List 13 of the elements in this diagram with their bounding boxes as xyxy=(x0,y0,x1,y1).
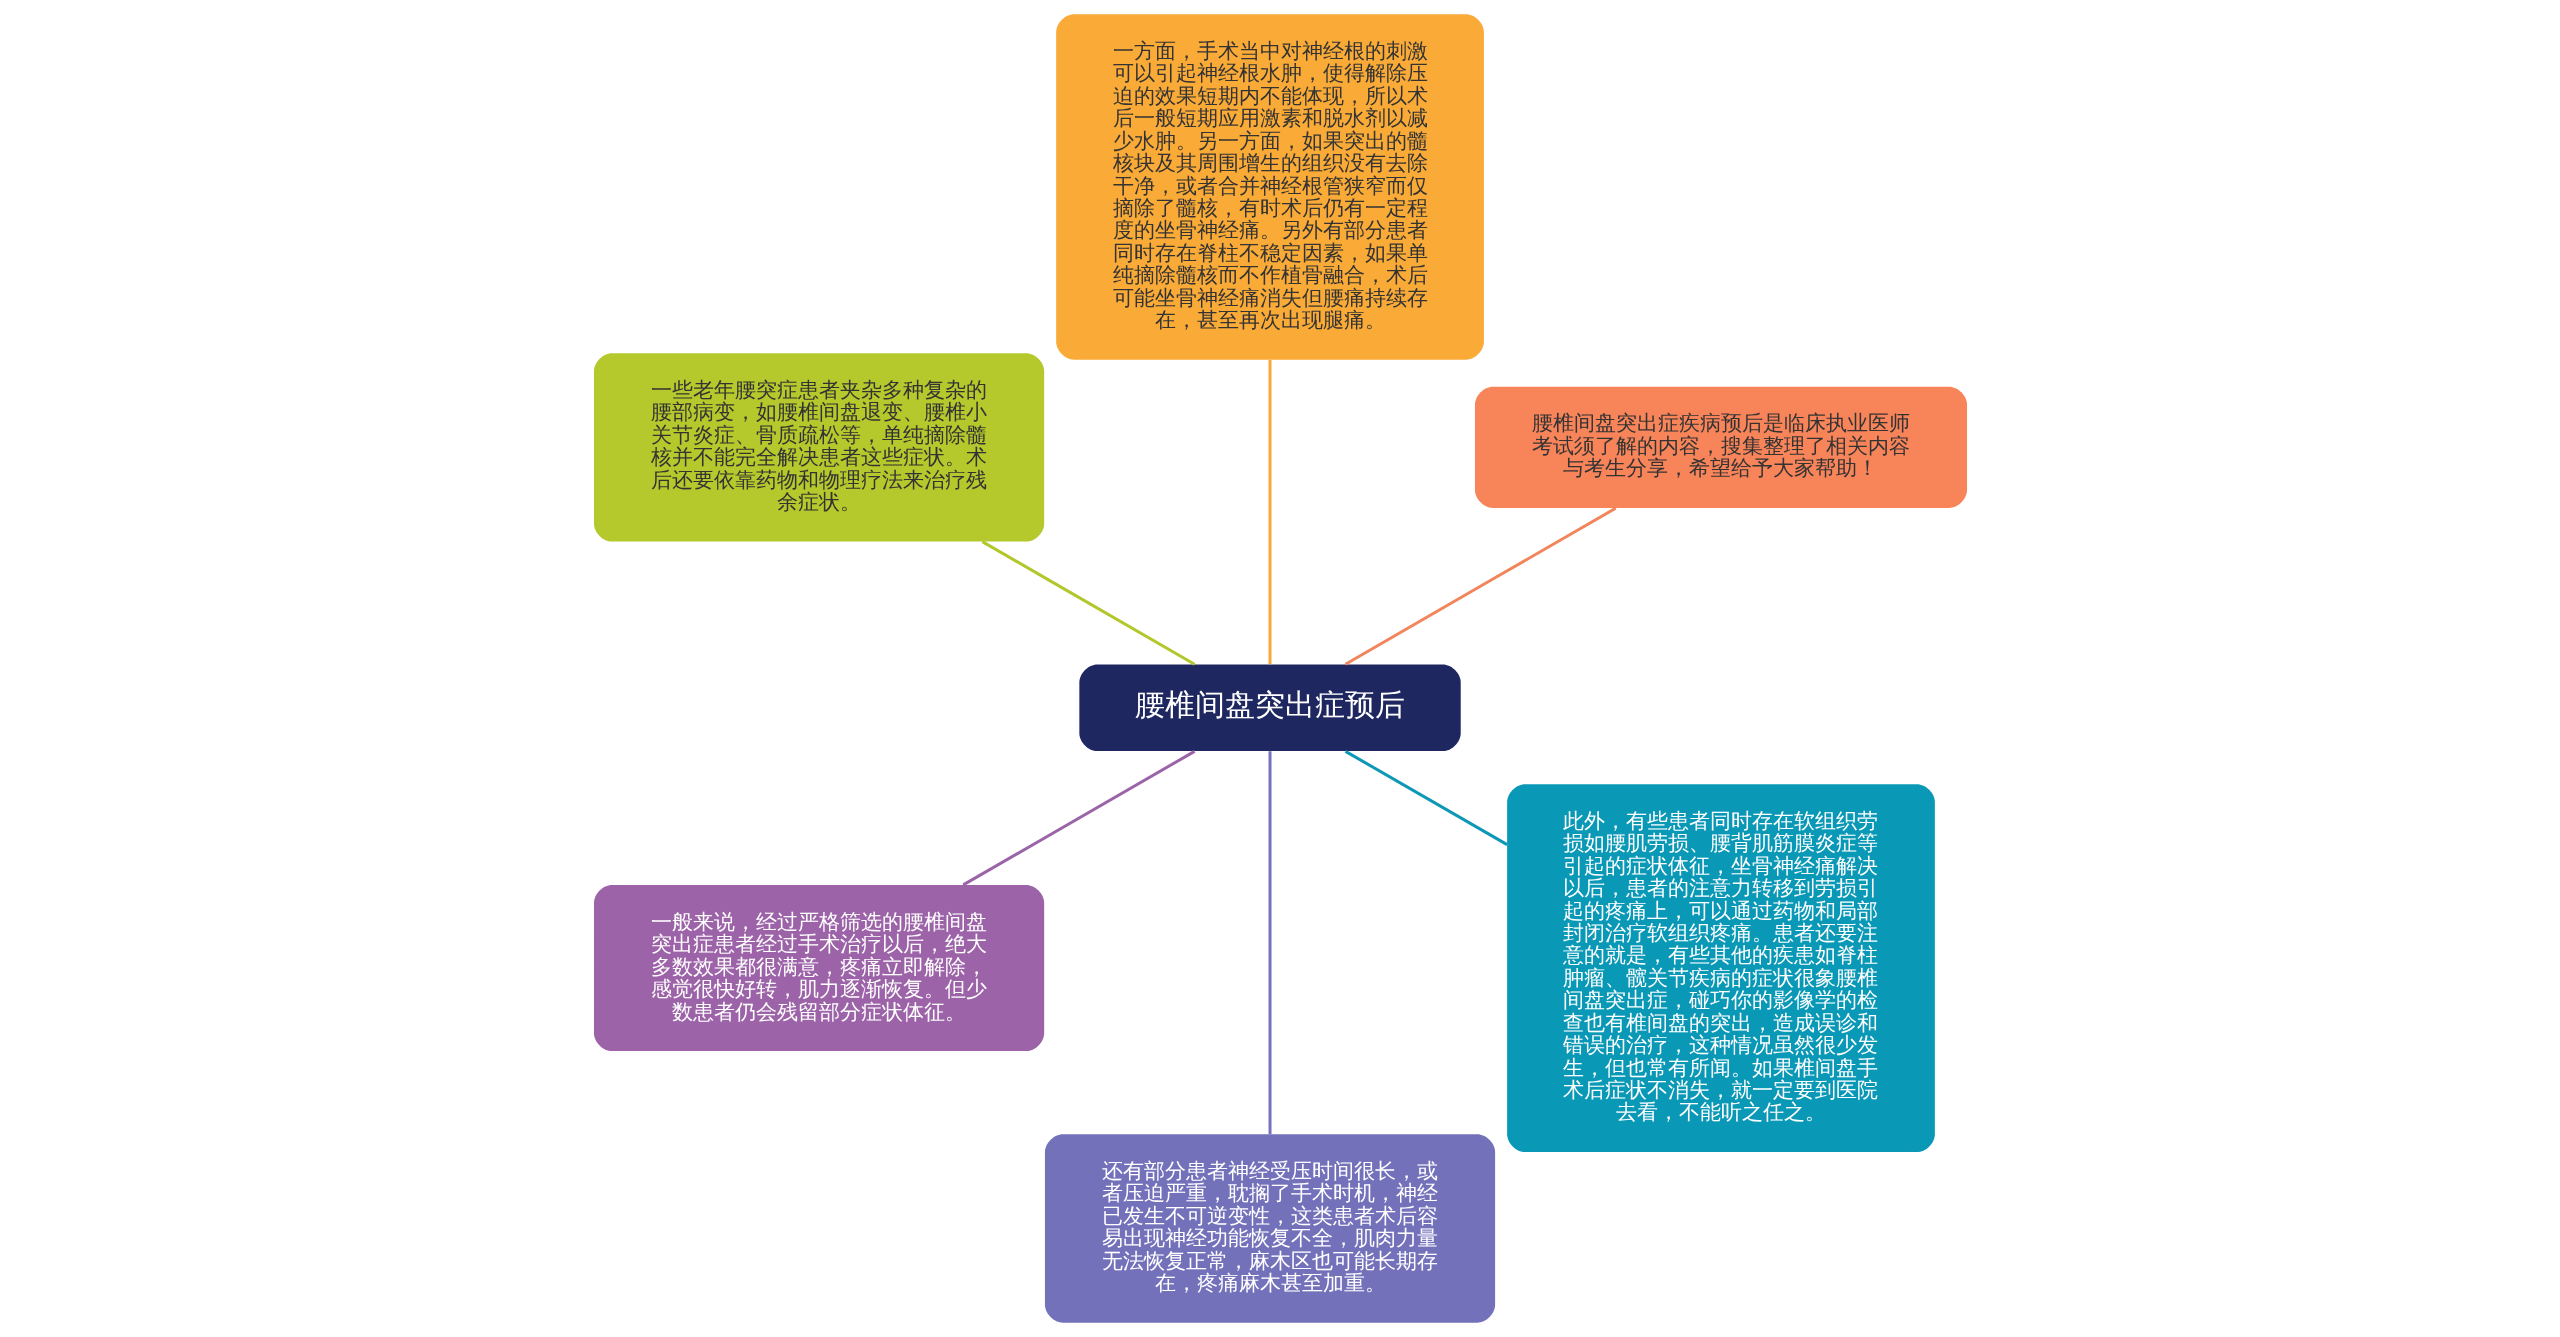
connector xyxy=(962,750,1195,887)
node-box: 此外，有些患者同时存在软组织劳损如腰肌劳损、腰背肌筋膜炎症等引起的症状体征，坐骨神经痛解决以后，患者的注意力转移到劳损引起的疼痛上，可以通过药物和局部封闭治疗软组织疼痛。患者还要注意的就是，有些其他的疾患如脊柱肿瘤、髋关节疾病的症状很象腰椎间盘突出症，碰巧你的影像学的检查也有椎间盘的突出，造成误诊和错误的治疗，这种情况虽然很少发生，但也常有所闻。如果椎间盘手术后症状不消失，就一定要到医院去看，不能听之任之。 xyxy=(1506,784,1935,1153)
node-box: 一些老年腰突症患者夹杂多种复杂的腰部病变，如腰椎间盘退变、腰椎小关节炎症、骨质疏松等，单纯摘除髓核并不能完全解决患者这些症状。术后还要依靠药物和物理疗法来治疗残余症状。 xyxy=(593,353,1044,542)
node-box: 一般来说，经过严格筛选的腰椎间盘突出症患者经过手术治疗以后，绝大多数效果都很满意，疼痛立即解除，感觉很快好转，肌力逐渐恢复。但少数患者仍会残留部分症状体征。 xyxy=(593,885,1044,1052)
connector xyxy=(1344,506,1616,666)
connector xyxy=(981,540,1195,666)
node-box: 一方面，手术当中对神经根的刺激可以引起神经根水肿，使得解除压迫的效果短期内不能体现，所以术后一般短期应用激素和脱水剂以减少水肿。另一方面，如果突出的髓核块及其周围增生的组织没有去除干净，或者合并神经根管狭窄而仅摘除了髓核，有时术后仍有一定程度的坐骨神经痛。另外有部分患者同时存在脊柱不稳定因素，如果单纯摘除髓核而不作植骨融合，术后可能坐骨神经痛消失但腰痛持续存在，甚至再次出现腿痛。 xyxy=(1055,14,1484,360)
connector xyxy=(1344,750,1508,846)
node-box: 腰椎间盘突出症疾病预后是临床执业医师考试须了解的内容，搜集整理了相关内容与考生分享，希望给予大家帮助！ xyxy=(1474,386,1967,508)
connector xyxy=(1268,751,1272,1135)
node-box: 腰椎间盘突出症预后 xyxy=(1078,664,1461,752)
connector xyxy=(1268,360,1272,665)
node-box: 还有部分患者神经受压时间很长，或者压迫严重，耽搁了手术时机，神经已发生不可逆变性，这类患者术后容易出现神经功能恢复不全，肌肉力量无法恢复正常，麻木区也可能长期存在，疼痛麻木甚至加重。 xyxy=(1044,1134,1495,1323)
